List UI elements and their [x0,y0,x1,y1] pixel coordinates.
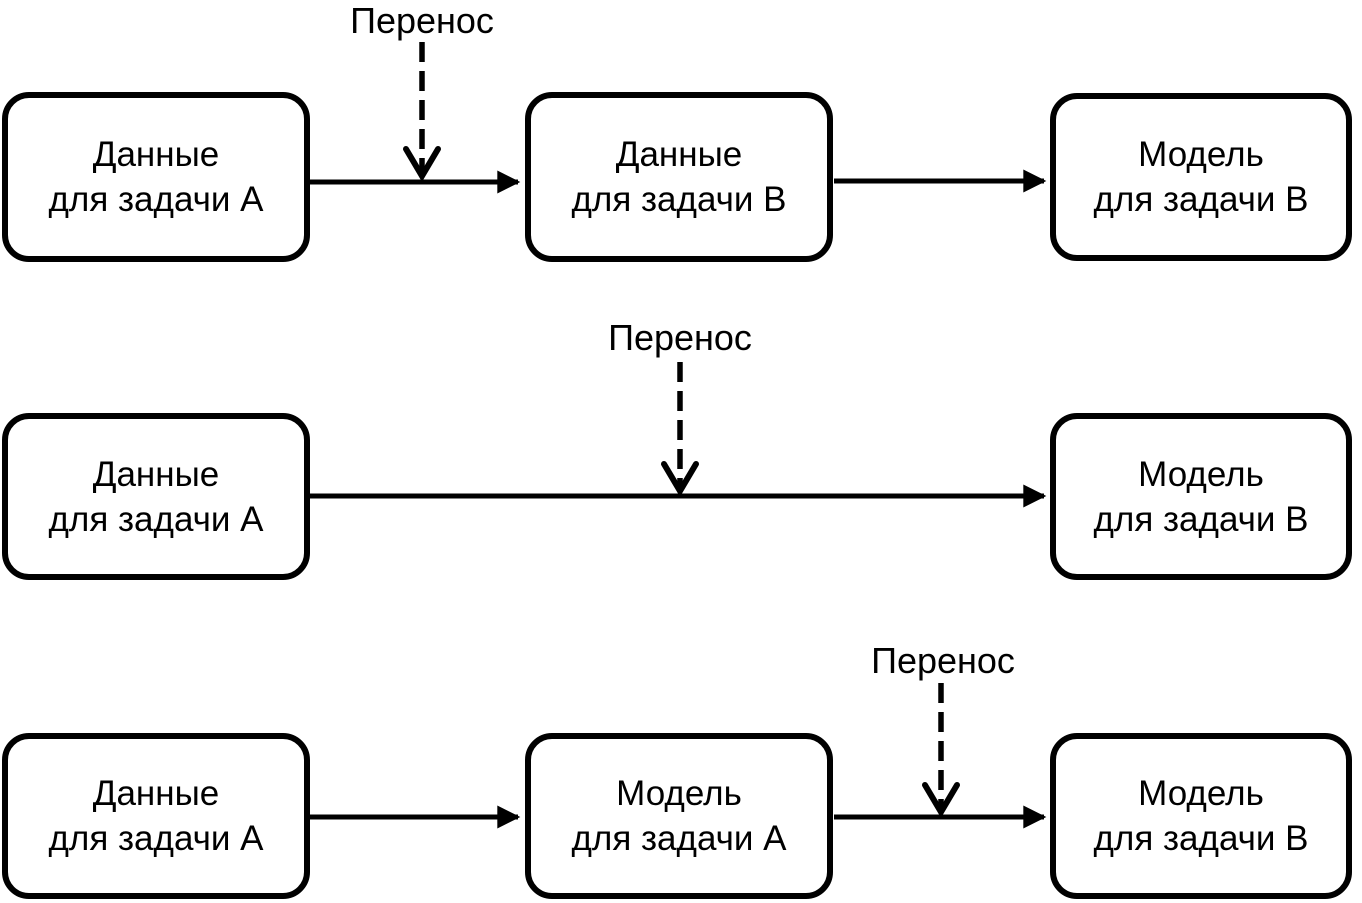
box-label-line2: для задачи A [48,819,264,858]
box-label-line2: для задачи B [1093,499,1309,539]
row2-transfer-label: Перенос [608,317,752,358]
box-label-line2: для задачи A [48,180,264,219]
row2-transfer-arrowhead-icon [661,461,699,497]
box-label-line1: Модель [1138,135,1264,174]
row1-transfer-label: Перенос [350,0,494,41]
row3-transfer-label: Перенос [871,640,1015,681]
box-label-line1: Модель [1138,454,1264,494]
box-label-line2: для задачи B [1093,819,1309,858]
row2-box-model-task-b: Модель для задачи B [1050,413,1352,580]
row1-box-data-task-a: Данные для задачи A [2,92,310,262]
box-label-line1: Данные [92,454,220,494]
box-label-line1: Модель [1138,774,1264,813]
box-label-line1: Данные [615,135,743,174]
row1-box-model-task-b: Модель для задачи B [1050,93,1352,261]
box-label-line1: Модель [616,774,742,813]
box-label-line1: Данные [92,774,220,813]
row2-box-data-task-a: Данные для задачи A [2,413,310,580]
box-label-line1: Данные [92,135,220,174]
box-label-line2: для задачи B [1093,180,1309,219]
row3-box-model-task-b: Модель для задачи B [1050,733,1352,899]
box-label-line2: для задачи B [571,180,787,219]
row1-box-data-task-b: Данные для задачи B [525,92,833,262]
box-label-line2: для задачи A [48,499,264,539]
row1-transfer-arrowhead-icon [403,146,441,182]
box-label-line2: для задачи A [571,819,787,858]
row3-box-data-task-a: Данные для задачи A [2,733,310,899]
row3-transfer-arrowhead-icon [922,782,960,818]
row3-box-model-task-a: Модель для задачи A [525,733,833,899]
